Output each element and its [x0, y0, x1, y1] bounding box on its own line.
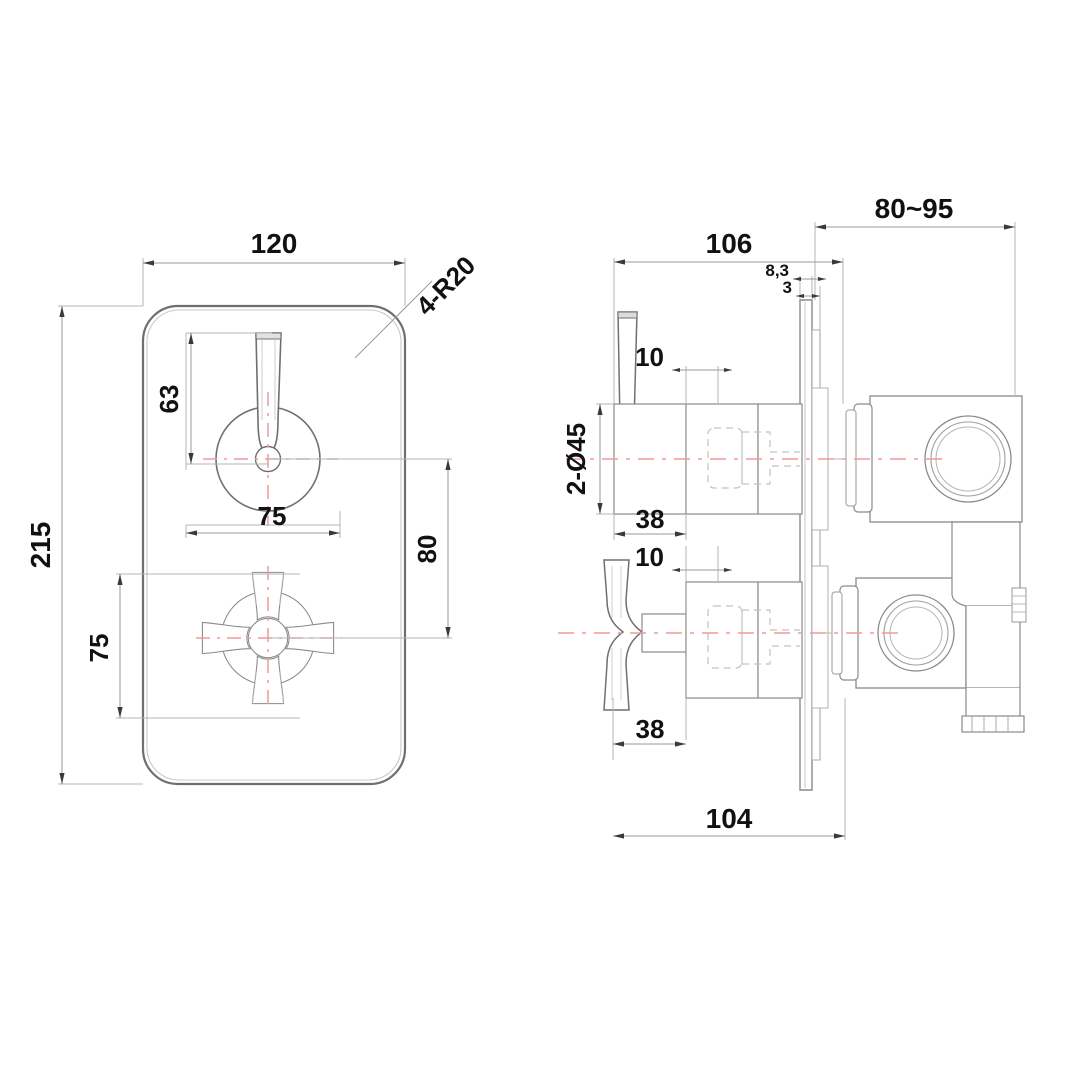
dim-side-upper-length: 106	[614, 228, 843, 265]
dim-side-lower-length: 104	[613, 803, 845, 839]
front-extension-lines	[58, 258, 452, 785]
side-connecting-trunk	[951, 521, 1021, 607]
side-centerlines	[558, 458, 946, 634]
dim-lever-plate-width: 75	[186, 501, 340, 536]
dim-bore-callout: 2-Ø45	[561, 404, 603, 514]
dim-upper-body-width: 38	[614, 504, 686, 537]
dim-upper-stem: 10	[635, 342, 732, 372]
dim-label-side-projection: 80~95	[875, 193, 954, 224]
dim-label-plate-thickness-inner: 3	[783, 278, 792, 297]
dim-label-cross-height: 75	[84, 634, 114, 663]
dim-lever-offset: 63	[154, 333, 194, 464]
side-lower-escutcheon	[685, 581, 759, 699]
dim-front-width: 120	[143, 228, 405, 266]
dim-label-lever-plate-width: 75	[258, 501, 287, 531]
dim-label-bore-callout: 2-Ø45	[561, 423, 591, 495]
dim-label-upper-body-width: 38	[636, 504, 665, 534]
side-wall-plate	[799, 299, 829, 791]
dim-cross-height: 75	[84, 574, 123, 718]
dim-label-center-to-center: 80	[412, 535, 442, 564]
dim-front-height: 215	[25, 306, 65, 784]
front-view-group: 120 215 63 75 80 75 4-R20	[25, 228, 481, 786]
side-outlet-threads	[971, 716, 1009, 732]
dim-plate-thickness-outer: 8,3	[765, 261, 826, 281]
dim-label-lower-body-width: 38	[636, 714, 665, 744]
side-upper-hidden-detail	[707, 427, 800, 489]
dim-label-lever-offset: 63	[154, 385, 184, 414]
side-lower-hidden-detail	[707, 605, 800, 669]
dim-plate-thickness-inner: 3	[783, 278, 820, 298]
side-view-group: 106 80~95 8,3 3 10 2-Ø45 3	[558, 193, 1027, 840]
dim-label-lower-stem: 10	[635, 542, 664, 572]
dim-label-corner-radius: 4-R20	[410, 250, 481, 321]
dim-label-front-width: 120	[251, 228, 298, 259]
dim-label-plate-thickness-outer: 8,3	[765, 261, 789, 280]
dim-lower-stem: 10	[635, 542, 732, 572]
dim-lower-body-width: 38	[613, 714, 686, 747]
side-lower-assembly	[603, 521, 1027, 733]
dim-side-projection: 80~95	[815, 193, 1015, 230]
dim-center-to-center: 80	[412, 459, 451, 638]
dim-label-front-height: 215	[25, 522, 56, 569]
dim-label-side-lower-length: 104	[706, 803, 753, 834]
dim-label-upper-stem: 10	[635, 342, 664, 372]
side-lower-cross-handle	[603, 559, 644, 711]
side-bottom-outlet	[961, 715, 1025, 733]
dim-label-side-upper-length: 106	[706, 228, 753, 259]
front-face-plate	[141, 304, 407, 786]
